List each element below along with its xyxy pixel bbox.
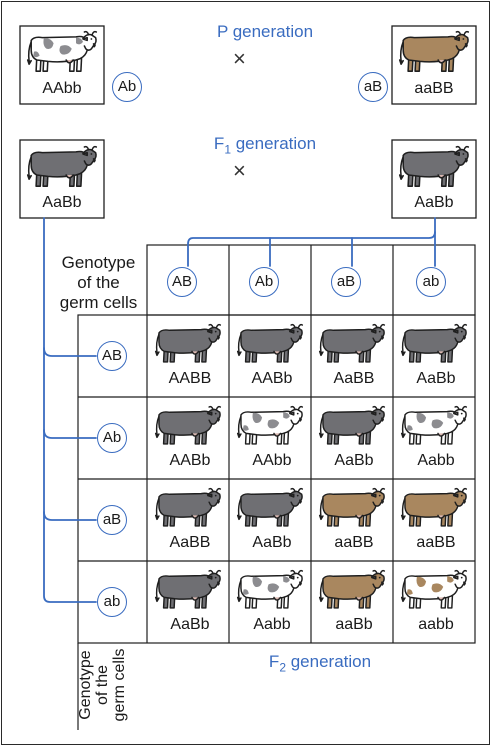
cow-icon [236,405,304,445]
offspring-genotype: AABb [169,452,211,469]
cow-icon [236,487,304,527]
cow-icon [26,30,98,72]
offspring-genotype: AaBB [333,370,375,387]
p-parent-right-genotype: aaBB [414,80,454,97]
cow-icon [236,569,304,609]
row-gamete-Ab: Ab [97,423,127,453]
row-gamete-AB: AB [97,341,127,371]
offspring-genotype: AaBB [169,534,211,551]
offspring-genotype: aaBB [334,534,374,551]
cow-icon [154,569,222,609]
offspring-genotype: AAbb [252,452,292,469]
offspring-genotype: aaBB [416,534,456,551]
offspring-genotype: AaBb [252,534,292,551]
cow-icon [400,569,468,609]
cow-icon [154,487,222,527]
top-germ-cells-header: Genotype of the germ cells [59,253,138,312]
offspring-genotype: aabb [418,616,454,633]
offspring-genotype: AABb [251,370,293,387]
offspring-genotype: AaBb [334,452,374,469]
offspring-genotype: AaBb [416,370,456,387]
offspring-genotype: Aabb [253,616,291,633]
offspring-genotype: AABB [168,370,212,387]
column-gamete-aB: aB [331,267,361,297]
f1-generation-title: F1 generation [213,134,317,157]
p-cross-symbol: × [233,46,246,71]
cow-icon [236,323,304,363]
cow-icon [318,405,386,445]
offspring-genotype: Aabb [417,452,455,469]
p-gamete-left: Ab [112,72,142,102]
cow-icon [400,405,468,445]
cow-icon [26,145,98,187]
column-gamete-AB: AB [167,267,197,297]
cow-icon [400,323,468,363]
cow-icon [398,30,470,72]
offspring-genotype: aaBb [335,616,373,633]
row-gamete-aB: aB [97,505,127,535]
p-gamete-right: aB [358,72,388,102]
p-parent-left-genotype: AAbb [42,80,82,97]
f1-cross-symbol: × [233,158,246,183]
cow-icon [318,323,386,363]
p-generation-title: P generation [216,22,314,41]
f2-generation-title: F2 generation [268,652,372,675]
column-gamete-ab: ab [416,267,446,297]
cow-icon [318,569,386,609]
f1-parent-right-genotype: AaBb [414,194,454,211]
cow-icon [400,487,468,527]
row-gamete-ab: ab [97,587,127,617]
f1-parent-left-genotype: AaBb [42,194,82,211]
cow-icon [318,487,386,527]
cow-icon [398,145,470,187]
cow-icon [154,405,222,445]
cow-icon [154,323,222,363]
offspring-genotype: AaBb [170,616,210,633]
column-gamete-Ab: Ab [249,267,279,297]
